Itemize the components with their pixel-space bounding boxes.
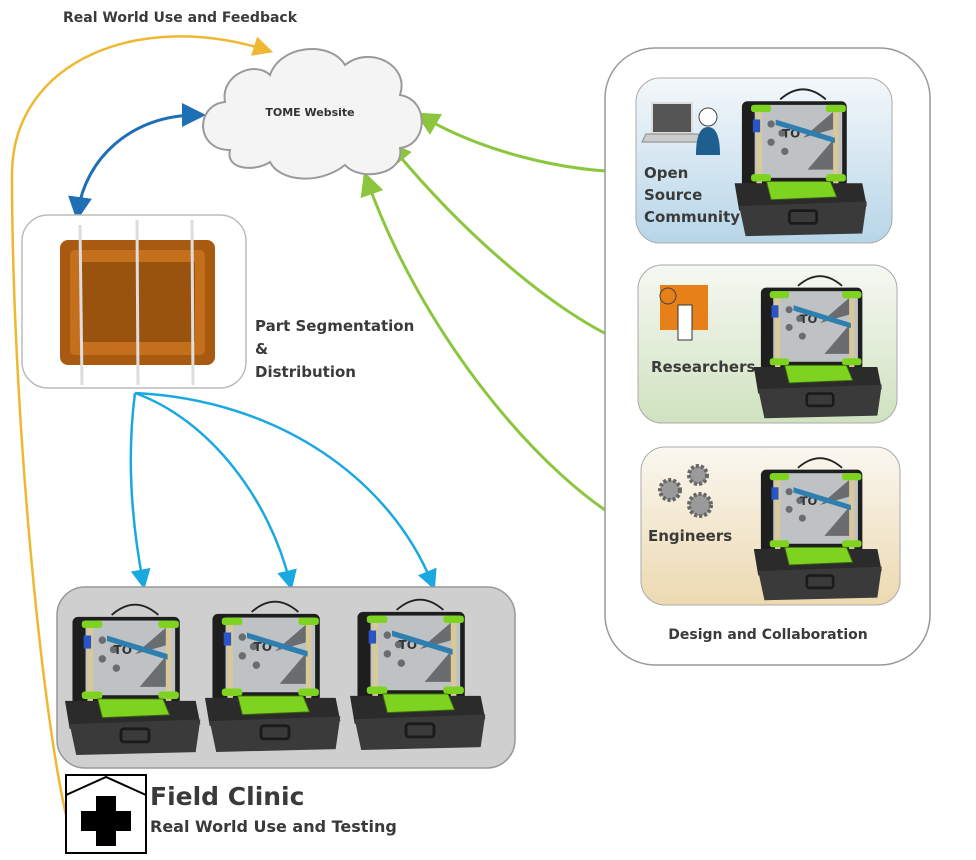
card-label: Source: [644, 186, 702, 204]
gears-icon: [658, 464, 713, 518]
tome-website-cloud[interactable]: TOME Website: [202, 48, 423, 180]
design-title: Design and Collaboration: [668, 627, 867, 643]
research-icon: [659, 285, 708, 341]
engineers-link-arrow: [360, 171, 647, 535]
card-engineers: Engineers: [640, 446, 901, 606]
segmentation-label-3: Distribution: [255, 363, 356, 381]
field-clinic-title: Field Clinic: [150, 782, 304, 811]
part-segmentation-box: [21, 214, 247, 389]
card-researchers: Researchers: [637, 264, 898, 424]
segmentation-label-2: &: [255, 340, 268, 358]
community-link-arrow: [415, 112, 643, 184]
distribution-arrow-1: [129, 392, 151, 590]
printer-case-parts-image: [60, 219, 215, 386]
segmentation-label-1: Part Segmentation: [255, 317, 414, 335]
card-label: Open: [644, 164, 688, 182]
distribution-arrow-2: [134, 391, 297, 591]
card-label: Engineers: [648, 527, 732, 545]
feedback-label: Real World Use and Feedback: [63, 10, 298, 26]
card-label: Researchers: [651, 358, 755, 376]
researchers-link-arrow: [387, 141, 647, 355]
website-segmentation-arrow: [68, 103, 206, 221]
field-clinic-subtitle: Real World Use and Testing: [150, 817, 397, 836]
design-collaboration-panel: Design and Collaboration Open Source Com…: [604, 47, 931, 666]
website-label: TOME Website: [265, 106, 354, 119]
card-open-source-community: Open Source Community: [635, 77, 893, 244]
card-label: Community: [644, 208, 740, 226]
field-printers-box: [56, 586, 516, 769]
laptop-user-icon: [641, 102, 720, 155]
distribution-arrow-3: [134, 391, 437, 590]
feedback-arrow: [10, 35, 274, 816]
field-clinic-icon: [65, 774, 147, 854]
